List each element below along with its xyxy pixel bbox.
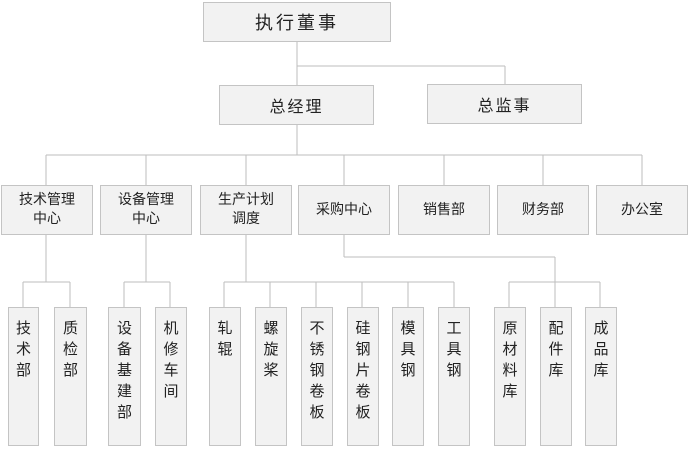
node-dept: 采购中心 bbox=[298, 185, 390, 235]
node-label: 硅钢片卷板 bbox=[353, 320, 372, 425]
node-dept: 设备管理 中心 bbox=[100, 185, 192, 235]
node-label: 机修车间 bbox=[161, 320, 180, 404]
node-label: 原材料库 bbox=[500, 320, 519, 404]
node-label: 质检部 bbox=[61, 320, 79, 383]
node-unit: 原材料库 bbox=[494, 307, 526, 446]
node-dept: 办公室 bbox=[596, 185, 688, 235]
node-label: 配件库 bbox=[546, 320, 565, 383]
node-unit: 质检部 bbox=[54, 307, 87, 446]
node-unit: 成品库 bbox=[585, 307, 617, 446]
node-label: 总经理 bbox=[269, 97, 324, 116]
node-dept: 生产计划 调度 bbox=[200, 185, 292, 235]
node-general-manager: 总经理 bbox=[219, 85, 374, 125]
node-label: 轧辊 bbox=[215, 320, 234, 362]
node-label: 不锈钢卷板 bbox=[307, 320, 326, 425]
node-label: 办公室 bbox=[621, 201, 663, 218]
node-unit: 技术部 bbox=[8, 307, 39, 446]
node-dept: 技术管理 中心 bbox=[1, 185, 93, 235]
node-unit: 硅钢片卷板 bbox=[347, 307, 379, 446]
node-unit: 螺旋桨 bbox=[255, 307, 287, 446]
node-label: 总监事 bbox=[477, 96, 532, 115]
node-label: 执行董事 bbox=[255, 13, 339, 34]
node-label: 模具钢 bbox=[398, 320, 417, 383]
node-unit: 设备基建部 bbox=[108, 307, 141, 446]
node-executive-director: 执行董事 bbox=[203, 2, 391, 42]
node-label: 螺旋桨 bbox=[261, 320, 280, 383]
node-label: 财务部 bbox=[522, 201, 564, 218]
node-label: 技术管理 中心 bbox=[19, 192, 75, 227]
node-unit: 模具钢 bbox=[392, 307, 424, 446]
node-label: 技术部 bbox=[14, 320, 32, 383]
node-label: 设备基建部 bbox=[115, 320, 133, 425]
node-label: 设备管理 中心 bbox=[118, 192, 174, 227]
node-unit: 不锈钢卷板 bbox=[301, 307, 333, 446]
node-chief-supervisor: 总监事 bbox=[427, 84, 582, 124]
node-label: 成品库 bbox=[591, 320, 610, 383]
node-dept: 销售部 bbox=[398, 185, 490, 235]
node-unit: 配件库 bbox=[540, 307, 572, 446]
node-label: 工具钢 bbox=[444, 320, 463, 383]
node-unit: 轧辊 bbox=[209, 307, 241, 446]
node-unit: 工具钢 bbox=[438, 307, 470, 446]
node-label: 销售部 bbox=[423, 201, 465, 218]
node-dept: 财务部 bbox=[497, 185, 589, 235]
node-label: 生产计划 调度 bbox=[218, 192, 274, 227]
node-label: 采购中心 bbox=[316, 201, 372, 218]
node-unit: 机修车间 bbox=[155, 307, 187, 446]
